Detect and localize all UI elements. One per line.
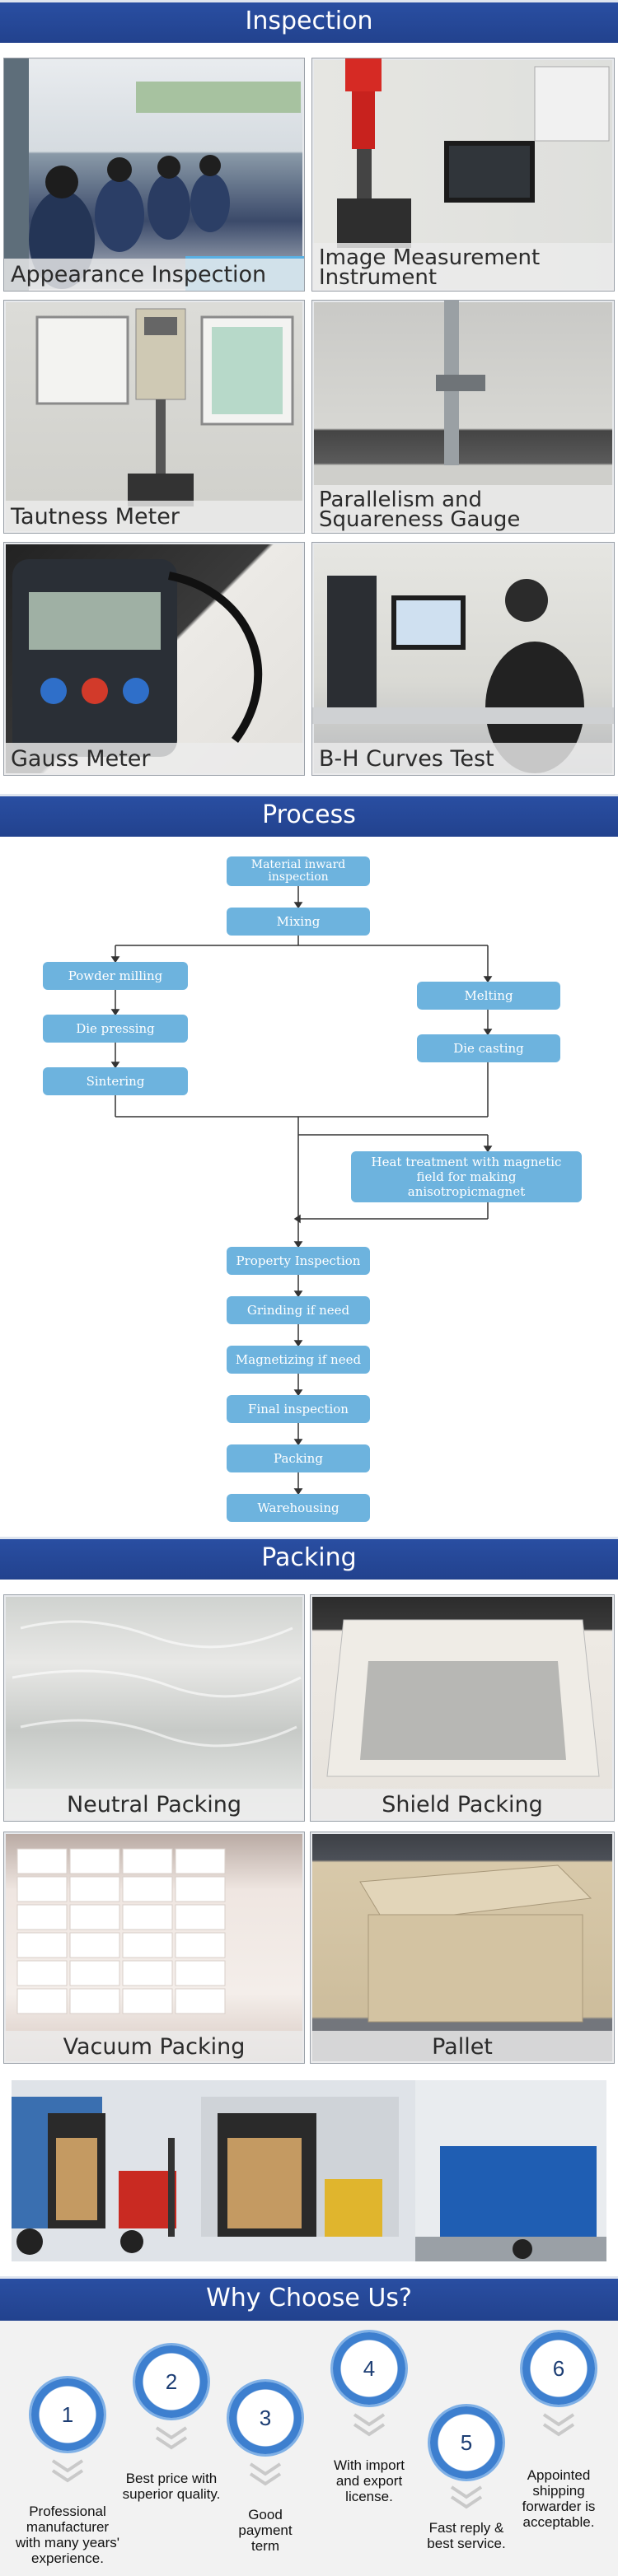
flowchart-connectors — [110, 886, 493, 1496]
reason-6-number: 6 — [552, 2355, 565, 2381]
process-heading: Process — [0, 794, 618, 837]
vacuum-packing-photo: Vacuum Packing — [3, 1832, 305, 2064]
loading-photos — [12, 2080, 606, 2261]
vacuum-packing-caption: Vacuum Packing — [4, 2031, 304, 2063]
bh-curves-caption: B-H Curves Test — [312, 743, 614, 775]
tautness-meter-illustration — [35, 308, 294, 506]
step-melting: Melting — [417, 982, 560, 1010]
step-magnetizing: Magnetizing if need — [227, 1346, 370, 1374]
inspection-heading: Inspection — [0, 0, 618, 43]
tautness-meter-photo: Tautness Meter — [3, 300, 305, 534]
reason-5-text: Fast reply & best service. — [427, 2520, 506, 2551]
gauss-meter-illustration — [12, 559, 263, 757]
step-die-pressing: Die pressing — [43, 1015, 188, 1043]
reason-3-chevron-icon — [249, 2462, 282, 2486]
reason-6-text: Appointed shipping forwarder is acceptab… — [522, 2467, 596, 2530]
reason-2-chevron-icon — [155, 2426, 188, 2450]
step-warehousing: Warehousing — [227, 1494, 370, 1522]
reason-3-text: Good payment term — [238, 2507, 293, 2554]
parallelism-gauge-photo: Parallelism and Squareness Gauge — [311, 300, 615, 534]
step-material-inward: Material inward inspection — [227, 856, 370, 886]
vacuum-packing-illustration — [16, 1848, 226, 2014]
reason-2-number: 2 — [165, 2368, 178, 2394]
neutral-packing-illustration — [12, 1620, 302, 1748]
reason-5-chevron-icon — [450, 2485, 483, 2509]
pallet-photo: Pallet — [310, 1832, 615, 2064]
reason-1-number: 1 — [61, 2401, 74, 2427]
step-heat-treatment: Heat treatment with magnetic field for m… — [351, 1151, 582, 1202]
bh-curves-illustration — [312, 576, 614, 773]
image-measurement-photo: Image Measurement Instrument — [311, 58, 615, 292]
parallelism-gauge-caption-line1: Parallelism and — [319, 488, 483, 512]
appearance-inspection-caption: Appearance Inspection — [4, 259, 304, 291]
gauss-meter-caption: Gauss Meter — [4, 743, 304, 775]
reason-4-badge: 4 — [333, 2332, 405, 2405]
step-grinding: Grinding if need — [227, 1296, 370, 1324]
reason-1-badge: 1 — [31, 2378, 104, 2451]
reason-2-text: Best price with superior quality. — [122, 2471, 221, 2502]
step-die-casting: Die casting — [417, 1034, 560, 1062]
reason-6-badge: 6 — [522, 2332, 595, 2405]
reason-4-chevron-icon — [353, 2413, 386, 2437]
step-mixing: Mixing — [227, 908, 370, 936]
reason-1-chevron-icon — [51, 2459, 84, 2483]
reason-3-number: 3 — [259, 2405, 272, 2430]
reason-6-chevron-icon — [542, 2413, 575, 2437]
step-powder-milling: Powder milling — [43, 962, 188, 990]
why-choose-us-panel: 1 Professional manufacturer with many ye… — [0, 2321, 618, 2576]
reason-4-number: 4 — [363, 2355, 376, 2381]
parallelism-gauge-caption: Parallelism and Squareness Gauge — [312, 485, 614, 533]
reason-3-badge: 3 — [229, 2382, 302, 2454]
shield-packing-illustration — [326, 1619, 600, 1777]
measurement-instrument-illustration — [337, 58, 610, 248]
reason-4-text: With import and export license. — [334, 2457, 405, 2504]
step-property-inspection: Property Inspection — [227, 1247, 370, 1275]
process-flowchart: Material inward inspection Mixing Powder… — [0, 837, 618, 1537]
image-measurement-caption-line1: Image Measurement — [319, 245, 541, 270]
pallet-caption: Pallet — [311, 2031, 614, 2063]
loading-trucks-illustration — [12, 2080, 606, 2261]
pallet-illustration — [359, 1864, 592, 2023]
parallelism-gauge-caption-line2: Squareness Gauge — [319, 507, 521, 532]
step-sintering: Sintering — [43, 1067, 188, 1095]
reason-2-badge: 2 — [135, 2345, 208, 2418]
gauss-meter-photo: Gauss Meter — [3, 542, 305, 776]
reason-5-badge: 5 — [430, 2406, 503, 2479]
appearance-inspection-photo: Appearance Inspection — [3, 58, 305, 292]
shield-packing-photo: Shield Packing — [310, 1594, 615, 1822]
workers-illustration — [4, 58, 304, 291]
step-packing: Packing — [227, 1444, 370, 1472]
step-final-inspection: Final inspection — [227, 1395, 370, 1423]
shield-packing-caption: Shield Packing — [311, 1789, 614, 1821]
why-choose-us-heading: Why Choose Us? — [0, 2276, 618, 2321]
tautness-meter-caption: Tautness Meter — [4, 501, 304, 533]
image-measurement-caption-line2: Instrument — [319, 265, 438, 290]
packing-heading: Packing — [0, 1537, 618, 1580]
reason-1-text: Professional manufacturer with many year… — [15, 2504, 120, 2566]
reason-5-number: 5 — [460, 2429, 473, 2455]
neutral-packing-photo: Neutral Packing — [3, 1594, 305, 1822]
image-measurement-caption: Image Measurement Instrument — [312, 243, 614, 291]
neutral-packing-caption: Neutral Packing — [4, 1789, 304, 1821]
squareness-gauge-illustration — [436, 301, 485, 465]
bh-curves-photo: B-H Curves Test — [311, 542, 615, 776]
